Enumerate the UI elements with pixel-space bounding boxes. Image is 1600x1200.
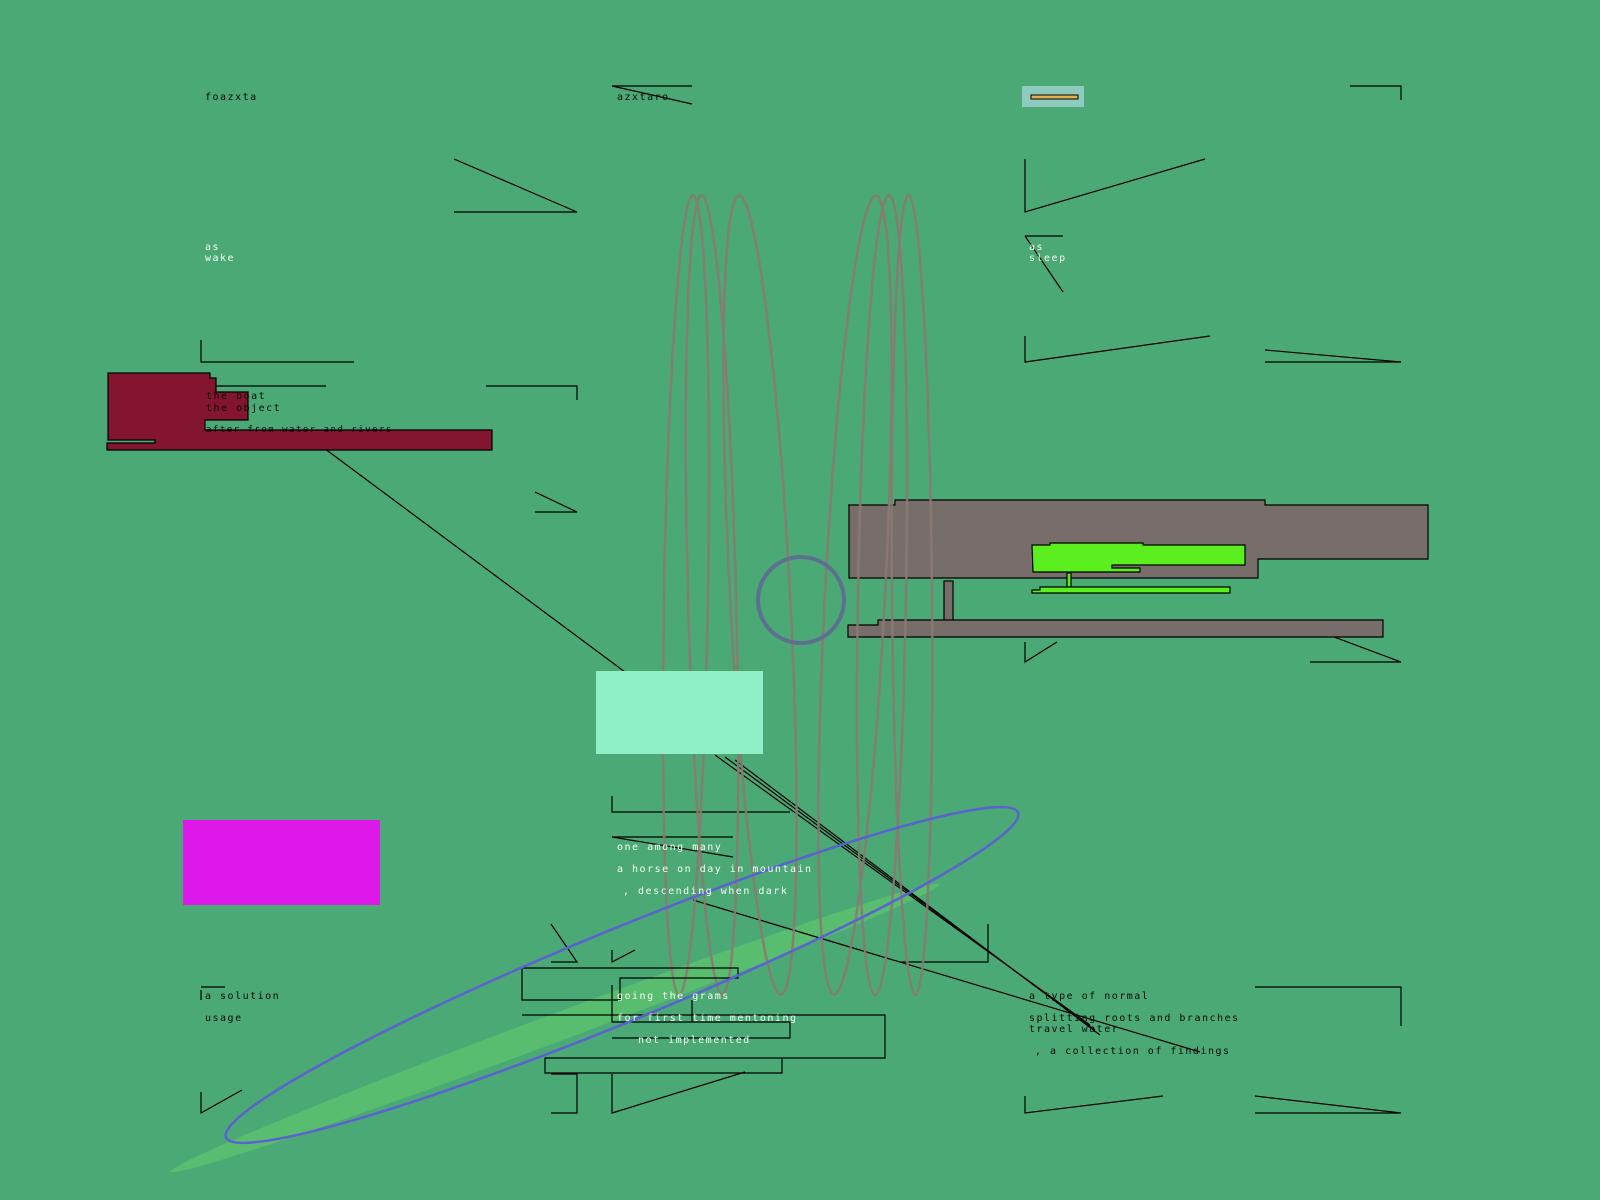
label-travel: travel water bbox=[1029, 1024, 1120, 1035]
label-solution: a solution bbox=[205, 991, 281, 1002]
grey-structure bbox=[847, 499, 1429, 638]
label-foazxta: foazxta bbox=[205, 92, 258, 103]
label-descending: , descending when dark bbox=[623, 886, 789, 897]
lime-structure bbox=[1031, 542, 1246, 594]
label-as-1: as bbox=[205, 242, 221, 253]
label-object: the object bbox=[206, 403, 282, 414]
label-going: going the grams bbox=[617, 991, 730, 1002]
label-boat: the boat bbox=[206, 391, 267, 402]
label-collection: , a collection of findings bbox=[1035, 1046, 1231, 1057]
label-as-2: as bbox=[1029, 242, 1045, 253]
label-not-implemented: not implemented bbox=[638, 1035, 751, 1046]
label-horse: a horse on day in mountain bbox=[617, 864, 813, 875]
label-splitting: splitting roots and branches bbox=[1029, 1013, 1240, 1024]
label-azxtaro: azxtaro bbox=[617, 92, 670, 103]
label-one-among: one among many bbox=[617, 842, 723, 853]
blue-ellipse bbox=[224, 805, 1020, 1145]
label-sleep: sleep bbox=[1029, 253, 1067, 264]
ring-circle bbox=[756, 555, 846, 645]
mint-box bbox=[596, 671, 763, 754]
label-after: after from water and rivers bbox=[206, 425, 393, 435]
magenta-box bbox=[183, 820, 380, 905]
label-usage: usage bbox=[205, 1013, 243, 1024]
maroon-block bbox=[106, 372, 493, 451]
tag-bar bbox=[1030, 94, 1079, 100]
label-first-time: for first time mentoning bbox=[617, 1013, 798, 1024]
label-type-normal: a type of normal bbox=[1029, 991, 1150, 1002]
label-wake: wake bbox=[205, 253, 236, 264]
frame-lines bbox=[200, 85, 1402, 1115]
bottom-outline bbox=[521, 967, 886, 1074]
grey-loops bbox=[661, 193, 934, 997]
light-green-streak bbox=[170, 883, 940, 1173]
